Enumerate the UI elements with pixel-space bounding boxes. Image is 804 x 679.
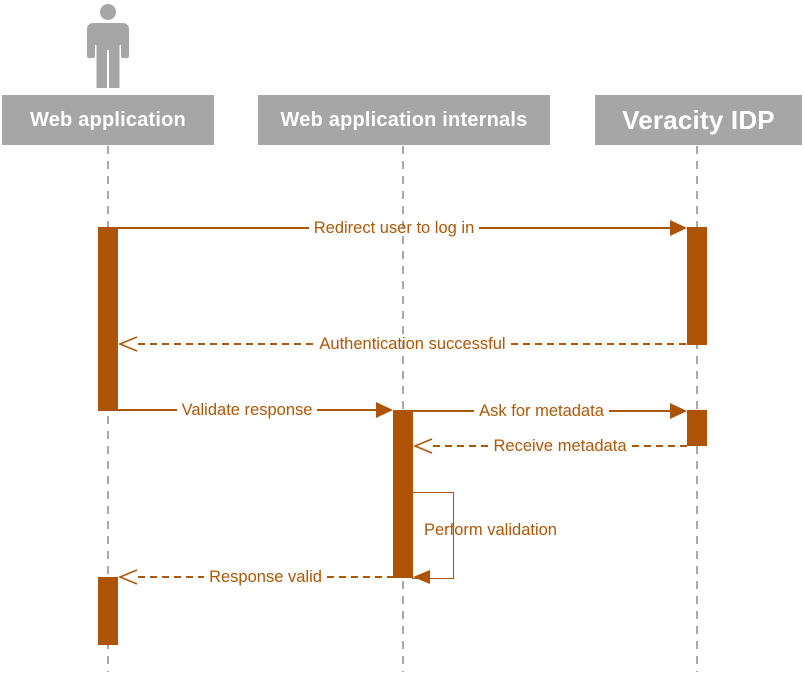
message-label: Validate response: [181, 401, 313, 419]
arrowhead-filled-right-icon: [376, 402, 393, 418]
message-label: Ask for metadata: [479, 402, 604, 420]
activation-bar-veracity-idp-2: [687, 410, 707, 446]
message-response-valid: Response valid: [118, 567, 394, 587]
message-line: [433, 445, 489, 447]
activation-bar-web-application-internals: [393, 410, 413, 578]
actor-header-veracity-idp: Veracity IDP: [595, 95, 802, 145]
message-redirect-user-to-log-in: Redirect user to log in: [118, 218, 687, 238]
message-line: [118, 227, 309, 229]
arrowhead-filled-left-icon: [413, 570, 430, 584]
message-line: [608, 410, 671, 412]
actor-label: Web application: [30, 108, 186, 131]
message-line: [479, 227, 670, 229]
arrowhead-filled-right-icon: [670, 403, 688, 419]
actor-header-web-application-internals: Web application internals: [258, 95, 550, 145]
message-line: [317, 409, 376, 411]
lifeline-web-application-internals: [402, 146, 404, 672]
person-icon: [87, 4, 129, 88]
message-line: [326, 576, 394, 578]
self-message-loop: [412, 492, 454, 579]
message-line: [631, 445, 687, 447]
message-line: [138, 576, 205, 578]
message-authentication-successful: Authentication successful: [118, 334, 688, 354]
arrowhead-open-left-icon: [118, 569, 138, 585]
message-label-perform-validation: Perform validation: [424, 521, 557, 539]
message-label: Authentication successful: [319, 335, 506, 353]
actor-header-web-application: Web application: [2, 95, 214, 145]
arrowhead-filled-right-icon: [670, 220, 687, 236]
activation-bar-veracity-idp-1: [687, 227, 707, 345]
message-label: Receive metadata: [493, 437, 627, 455]
arrowhead-open-left-icon: [413, 438, 433, 454]
message-label: Redirect user to log in: [313, 219, 475, 237]
lifeline-veracity-idp: [696, 146, 698, 672]
arrowhead-open-left-icon: [118, 336, 138, 352]
activation-bar-web-application-1: [98, 227, 118, 411]
message-label: Response valid: [209, 568, 322, 586]
actor-label: Veracity IDP: [622, 104, 775, 135]
activation-bar-web-application-2: [98, 577, 118, 645]
message-receive-metadata: Receive metadata: [413, 436, 687, 456]
message-ask-for-metadata: Ask for metadata: [413, 401, 688, 421]
message-line: [118, 409, 177, 411]
message-line: [413, 410, 475, 412]
message-line: [510, 343, 688, 345]
actor-label: Web application internals: [280, 108, 528, 131]
message-line: [138, 343, 315, 345]
message-validate-response: Validate response: [118, 400, 393, 420]
